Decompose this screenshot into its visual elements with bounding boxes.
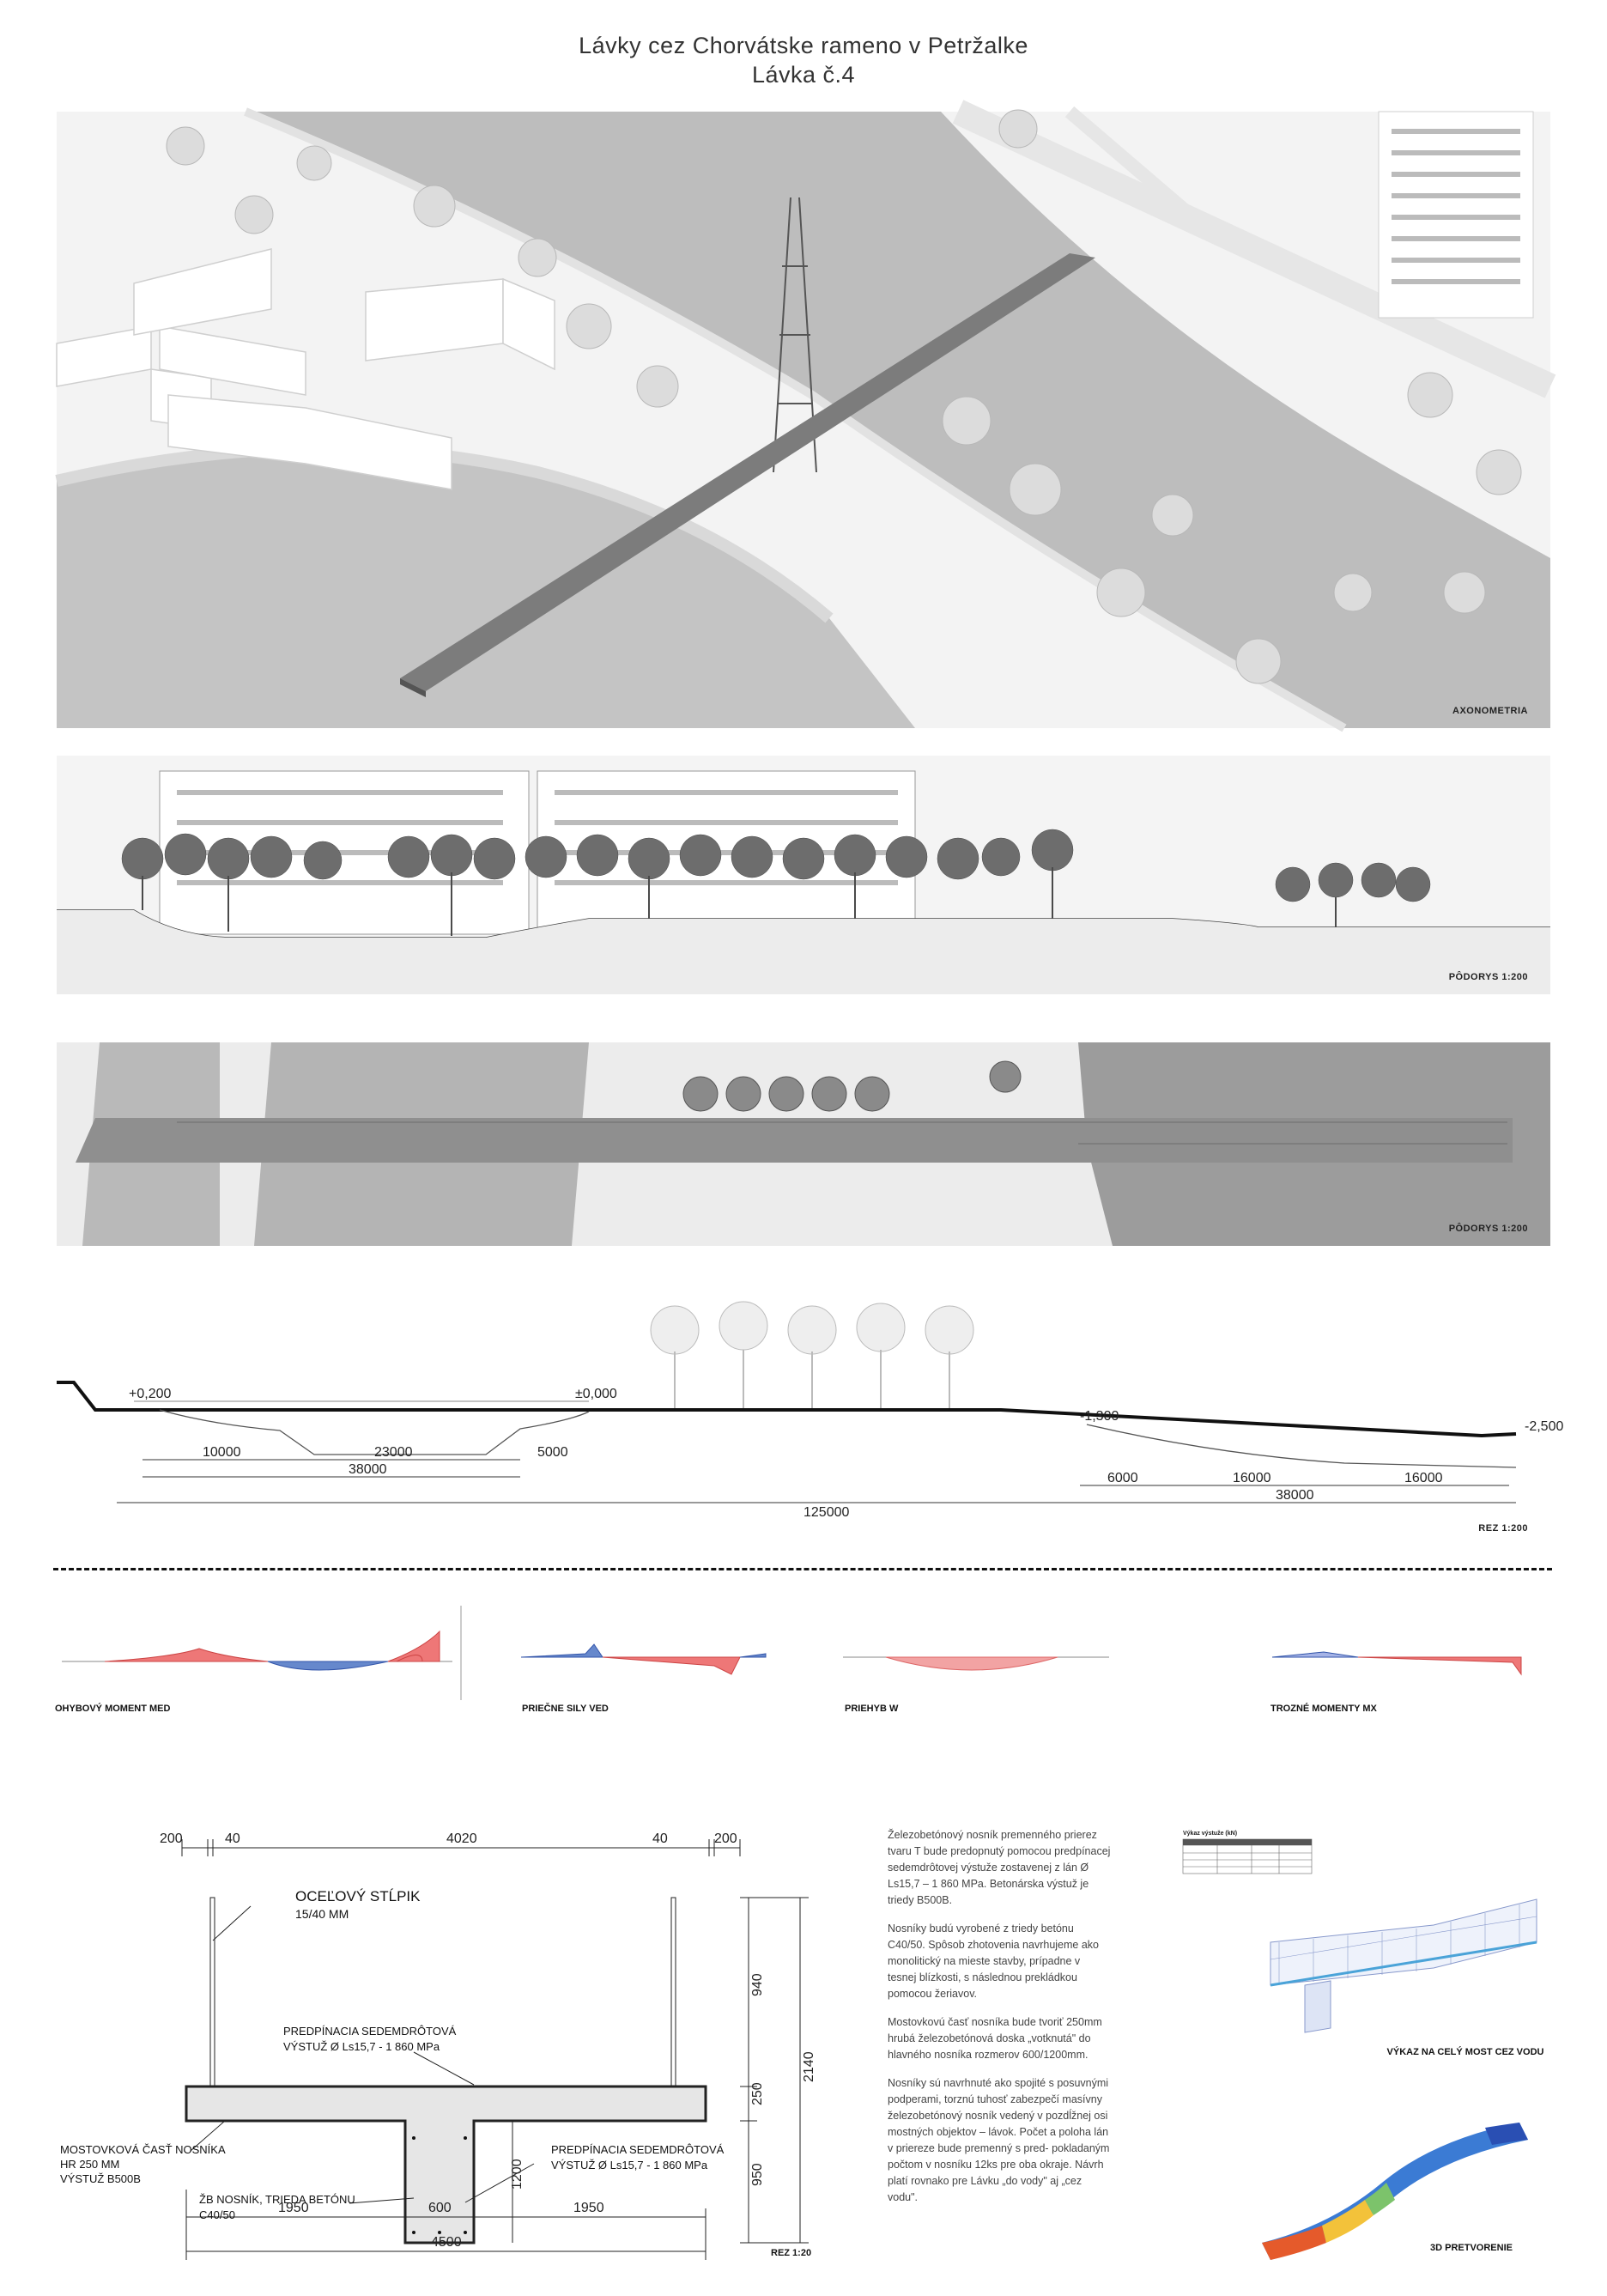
description-paragraph: Mostovkovú časť nosníka bude tvoriť 250m…	[888, 2016, 1102, 2061]
deform-label: 3D PRETVORENIE	[1430, 2243, 1513, 2253]
note-text: MOSTOVKOVÁ ČASŤ NOSNÍKA	[60, 2143, 226, 2156]
shear-force-diagram	[520, 1643, 767, 1675]
note-text: VÝSTUŽ Ø Ls15,7 - 1 860 MPa	[551, 2159, 708, 2171]
torsion-diagram	[1271, 1651, 1522, 1676]
description-paragraph: Nosníky budú vyrobené z triedy betónu C4…	[888, 1922, 1099, 2000]
bridge-deck-plan	[76, 1118, 1513, 1163]
diagrams-drawing	[62, 1606, 1522, 1700]
description-paragraph: Železobetónový nosník premenného prierez…	[888, 1829, 1111, 1906]
level-label: ±0,000	[575, 1387, 617, 1401]
deflection-diagram	[843, 1656, 1109, 1671]
diagram-label: OHYBOVÝ MOMENT MED	[55, 1704, 171, 1714]
deformation-model	[1262, 2123, 1528, 2260]
dim-label: 4020	[446, 1831, 477, 1846]
dim-label: 1950	[573, 2201, 604, 2215]
plan-label: PÔDORYS 1:200	[1448, 1224, 1528, 1234]
dim-label: 2140	[802, 2051, 816, 2082]
elevation-panel: PÔDORYS 1:200	[57, 756, 1550, 994]
dim-label: 10000	[203, 1445, 241, 1460]
dim-label: 200	[160, 1831, 183, 1846]
dim-label: 38000	[349, 1462, 387, 1477]
lake-area	[57, 448, 915, 728]
note-text: OCEĽOVÝ STĹPIK	[295, 1888, 421, 1904]
axonometry-drawing	[55, 100, 1556, 732]
t-beam	[185, 2085, 707, 2244]
dim-label: 40	[225, 1831, 240, 1846]
description-paragraph: Nosníky sú navrhnuté ako spojité s posuv…	[888, 2077, 1110, 2203]
diagram-label: PRIEČNE SILY VED	[522, 1704, 609, 1714]
note-text: PREDPÍNACIA SEDEMDRÔTOVÁ	[551, 2143, 725, 2156]
plan-panel: PÔDORYS 1:200	[57, 1042, 1550, 1246]
elevation-drawing	[57, 770, 1550, 994]
note-text: VÝSTUŽ B500B	[60, 2172, 141, 2185]
page-title: Lávky cez Chorvátske rameno v Petržalke	[579, 33, 1028, 58]
dim-label: 600	[428, 2201, 452, 2215]
river-area	[246, 112, 1550, 728]
dim-label: 23000	[374, 1445, 413, 1460]
separator	[53, 1568, 1552, 1570]
axonometry-label: AXONOMETRIA	[1452, 706, 1528, 716]
diagram-label: TROZNÉ MOMENTY MX	[1270, 1704, 1377, 1714]
right-drawings	[1182, 1838, 1537, 2260]
model-label: VÝKAZ NA CELÝ MOST CEZ VODU	[1386, 2047, 1544, 2057]
diagrams-row: OHYBOVÝ MOMENT MED PRIEČNE SILY VED PRIE…	[53, 1597, 1564, 1743]
cross-section: 200 40 4020 40 200 1200	[53, 1812, 852, 2267]
bending-moment-diagram	[62, 1630, 452, 1671]
plan-trees	[682, 1060, 1022, 1112]
note-text: 15/40 MM	[295, 1907, 349, 1921]
dim-label: 40	[652, 1831, 668, 1846]
plan-drawing	[57, 1042, 1550, 1246]
diagram-label: PRIEHYB W	[845, 1704, 899, 1714]
dim-label: 16000	[1233, 1471, 1271, 1485]
bridge-deck	[400, 253, 1095, 691]
section-label: REZ 1:200	[1478, 1523, 1528, 1534]
dim-label: 200	[714, 1831, 737, 1846]
note-text: ŽB NOSNÍK, TRIEDA BETÓNU	[199, 2193, 355, 2206]
elevation-label: PÔDORYS 1:200	[1448, 972, 1528, 982]
note-text: C40/50	[199, 2208, 235, 2221]
trees	[166, 109, 1522, 684]
right-column: Výkaz výstuže (kN)	[1176, 1822, 1554, 2269]
dim-label: 5000	[537, 1445, 568, 1460]
dim-label: 16000	[1404, 1471, 1443, 1485]
axonometry-panel: AXONOMETRIA	[55, 100, 1556, 732]
note-text: VÝSTUŽ Ø Ls15,7 - 1 860 MPa	[283, 2040, 440, 2053]
dim-label: 950	[750, 2163, 765, 2186]
section-panel: +0,200 ±0,000 -1,300 -2,500 10000 23000 …	[57, 1283, 1563, 1540]
section-drawing: +0,200 ±0,000 -1,300 -2,500 10000 23000 …	[57, 1301, 1563, 1520]
table-title: Výkaz výstuže (kN)	[1183, 1831, 1238, 1837]
description: Železobetónový nosník premenného prierez…	[888, 1827, 1111, 2206]
level-label: -2,500	[1525, 1419, 1563, 1434]
dim-label: 1950	[278, 2201, 309, 2215]
note-text: HR 250 MM	[60, 2158, 119, 2171]
dim-label: 125000	[804, 1505, 849, 1520]
level-label: +0,200	[129, 1387, 171, 1401]
buildings-left	[56, 248, 555, 490]
dim-label: 940	[750, 1973, 765, 1996]
dim-label: 38000	[1276, 1488, 1314, 1503]
dim-label: 6000	[1107, 1471, 1138, 1485]
dim-label: 1200	[510, 2159, 525, 2190]
cross-section-label: REZ 1:20	[771, 2248, 812, 2258]
bridge-model	[1270, 1898, 1537, 2033]
page-subtitle: Lávka č.4	[751, 62, 856, 88]
apartment-tower	[1378, 111, 1534, 319]
cross-section-drawing: 200 40 4020 40 200 1200	[60, 1831, 816, 2260]
dim-label: 250	[750, 2082, 765, 2105]
level-label: -1,300	[1080, 1409, 1119, 1424]
note-text: PREDPÍNACIA SEDEMDRÔTOVÁ	[283, 2025, 457, 2038]
dim-label: 4500	[431, 2235, 462, 2250]
